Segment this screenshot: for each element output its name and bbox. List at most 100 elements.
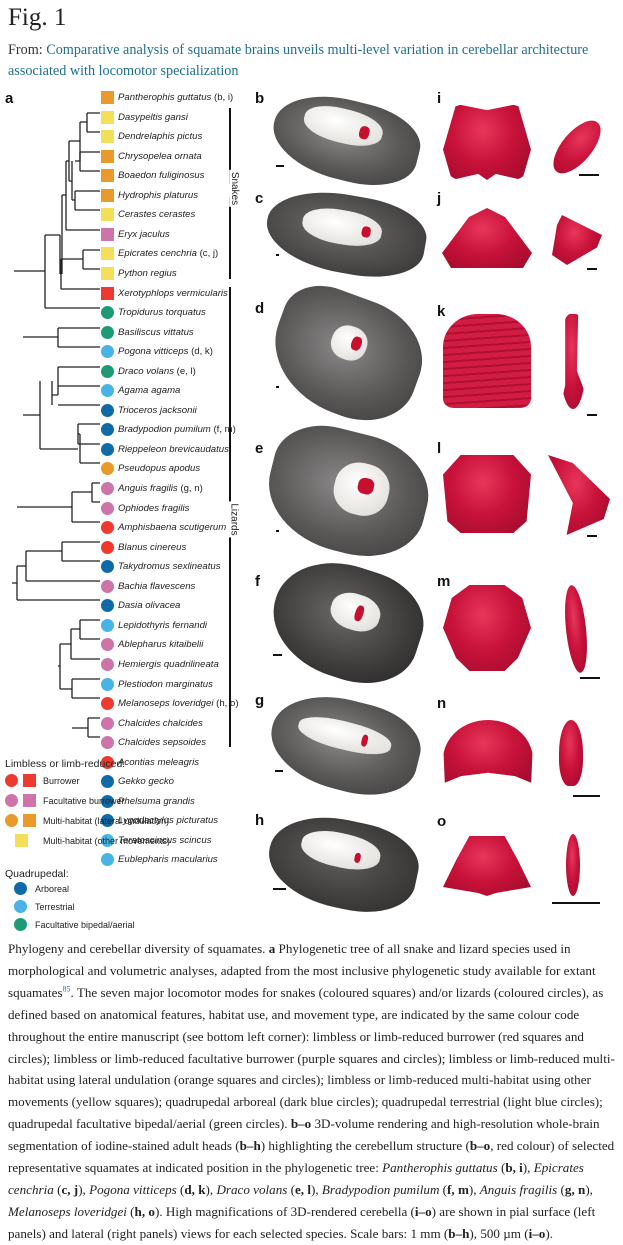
species-label: Plestiodon marginatus — [118, 678, 213, 691]
species-label: Ophiodes fragilis — [118, 502, 189, 515]
clade-label-lizards: Lizards — [228, 501, 240, 538]
caption-panel-ref: a — [268, 941, 276, 956]
circle-marker-icon — [101, 560, 114, 574]
species-name: Epicrates cenchria — [118, 248, 197, 260]
lizards-bracket-top — [229, 287, 231, 509]
caption-species: Bradypodion pumilum — [321, 1181, 440, 1197]
species-label: Agama agama — [118, 384, 180, 397]
legend-label: Facultative burrower — [43, 796, 125, 806]
caption-text: ) highlighting the cerebellum structure … — [260, 1138, 470, 1154]
scale-bar-k — [587, 414, 597, 416]
species-name: Pogona vitticeps — [118, 346, 189, 358]
species-name: Phelsuma grandis — [118, 795, 195, 807]
legend-label: Terrestrial — [35, 902, 75, 912]
legend-circle-icon — [14, 882, 27, 895]
square-marker-icon — [101, 110, 114, 124]
species-name: Rieppeleon brevicaudatus — [118, 443, 229, 455]
species-name: Eublepharis macularius — [118, 854, 218, 866]
brain-g — [295, 710, 395, 761]
species-label: Epicrates cenchria (c, j) — [118, 247, 218, 260]
caption-text: 3D-volume rendering and high-resolution … — [8, 1116, 600, 1154]
species-name: Chrysopelea ornata — [118, 150, 202, 162]
scale-bar-h — [273, 888, 286, 890]
species-name: Trioceros jacksonii — [118, 404, 197, 416]
article-link[interactable]: Comparative analysis of squamate brains … — [8, 42, 589, 79]
citation-link[interactable]: 85 — [62, 984, 71, 994]
panel-label-k: k — [437, 303, 446, 320]
species-label: Takydromus sexlineatus — [118, 560, 221, 573]
circle-marker-icon — [101, 579, 114, 593]
species-name: Boaedon fuliginosus — [118, 170, 205, 182]
circle-marker-icon — [101, 423, 114, 437]
panel-label-i: i — [437, 90, 442, 107]
legend-label: Burrower — [43, 776, 80, 786]
species-name: Lepidothyris fernandi — [118, 619, 208, 631]
circle-marker-icon — [101, 403, 114, 417]
circle-marker-icon — [101, 482, 114, 495]
circle-marker-icon — [101, 716, 114, 730]
panel-label-m: m — [437, 573, 451, 590]
head-scan-h — [260, 805, 426, 923]
species-name: Plestiodon marginatus — [118, 678, 213, 690]
panel-label-j: j — [437, 190, 442, 207]
legend-circle-icon — [5, 794, 18, 807]
species-label: Lygodactylus picturatus — [118, 814, 218, 827]
species-label: Blanus cinereus — [118, 541, 186, 554]
square-marker-icon — [101, 266, 114, 280]
square-marker-icon — [101, 149, 114, 163]
circle-marker-icon — [101, 697, 114, 711]
species-name: Chalcides sepsoides — [118, 737, 206, 749]
caption-text: Phylogeny and cerebellar diversity of sq… — [8, 941, 269, 956]
species-label: Acontias meleagris — [118, 756, 199, 769]
caption-panel-ref: i–o — [414, 1203, 432, 1219]
circle-marker-icon — [101, 364, 114, 378]
legend-circle-icon — [14, 900, 27, 913]
brain-c — [299, 203, 385, 251]
cerebellum-lateral-n — [559, 720, 583, 786]
species-name: Agama agama — [118, 385, 181, 397]
caption-panel-ref: f, m — [447, 1181, 469, 1197]
species-name: Lygodactylus picturatus — [118, 815, 219, 827]
legend-circle-icon — [5, 774, 18, 787]
caption-text: Phylogenetic tree of all snake and lizar… — [8, 941, 596, 1000]
species-name: Xerotyphlops vermicularis — [118, 287, 228, 299]
lizards-bracket-bottom — [229, 532, 231, 747]
species-label: Boaedon fuliginosus — [118, 169, 204, 182]
circle-marker-icon — [101, 462, 114, 476]
species-label: Tropidurus torquatus — [118, 306, 206, 319]
square-marker-icon — [101, 227, 114, 241]
panel-label-e: e — [255, 440, 264, 457]
species-name: Blanus cinereus — [118, 541, 187, 553]
panel-label-c: c — [255, 190, 264, 207]
species-panel-ref: (e, l) — [174, 365, 196, 377]
circle-marker-icon — [101, 677, 114, 691]
species-label: Pseudopus apodus — [118, 462, 200, 475]
caption-species: Epicrates cenchria — [8, 1160, 584, 1197]
species-label: Pogona vitticeps (d, k) — [118, 345, 213, 358]
panel-label-h: h — [255, 812, 265, 829]
panel-label-d: d — [255, 300, 265, 317]
species-label: Trioceros jacksonii — [118, 404, 197, 417]
scale-bar-n — [573, 795, 600, 797]
species-name: Anguis fragilis — [118, 483, 178, 494]
species-name: Acontias meleagris — [118, 756, 200, 768]
circle-marker-icon — [101, 794, 114, 808]
legend-circle-icon — [14, 918, 27, 931]
square-marker-icon — [101, 208, 114, 222]
species-panel-ref: (g, n) — [177, 483, 203, 494]
cerebellum-lateral-k — [560, 314, 586, 409]
species-label: Melanoseps loveridgei (h, o) — [118, 697, 239, 710]
species-label: Cerastes cerastes — [118, 208, 195, 221]
species-label: Lepidothyris fernandi — [118, 619, 207, 632]
caption-species: Pantherophis guttatus — [382, 1160, 498, 1176]
cerebellum-lateral-m — [561, 584, 591, 674]
species-label: Chalcides chalcides — [118, 717, 203, 730]
circle-marker-icon — [101, 540, 114, 554]
caption-panel-ref: b–o — [290, 1116, 312, 1132]
panel-label-f: f — [255, 573, 260, 590]
circle-marker-icon — [101, 638, 114, 652]
species-label: Gekko gecko — [118, 775, 174, 788]
species-name: Ablepharus kitaibelii — [118, 639, 204, 651]
square-marker-icon — [101, 169, 114, 183]
caption-panel-ref: c, j — [61, 1181, 79, 1197]
